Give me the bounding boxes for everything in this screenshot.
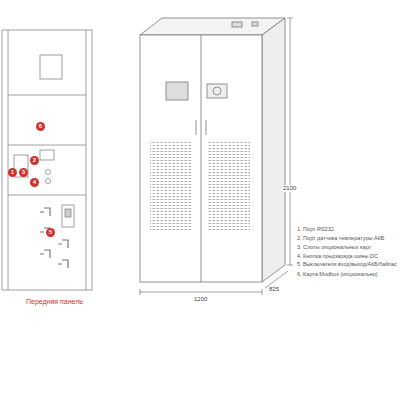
panel-caption: Передняя панель: [26, 298, 83, 306]
dimension-label: 825: [268, 286, 280, 293]
dimension-lines: [140, 18, 293, 295]
ups-cabinet: [140, 18, 285, 282]
callout-number: 5: [46, 228, 55, 237]
dimension-label: 1200: [193, 296, 208, 303]
callout-number: 1: [8, 168, 17, 177]
callout-number: 3: [19, 168, 28, 177]
front-panel: [2, 30, 92, 290]
legend-item: 3. Слоты опциональных карт: [297, 244, 371, 250]
legend-item: 1. Порт RS232: [297, 226, 334, 232]
legend-item: 5. Выключатели вход/выход/АКБ/байпас: [297, 262, 397, 268]
callout-number: 2: [30, 156, 39, 165]
legend-item: 6. Карта Modbus (опционально): [297, 271, 378, 277]
legend-item: 2. Порт датчика температуры АКБ: [297, 235, 384, 241]
callout-number: 4: [30, 178, 39, 187]
callout-number: 6: [36, 122, 45, 131]
legend-item: 4. Кнопка предзаряда шины DC: [297, 253, 378, 259]
dimension-label: 2100: [282, 185, 297, 192]
